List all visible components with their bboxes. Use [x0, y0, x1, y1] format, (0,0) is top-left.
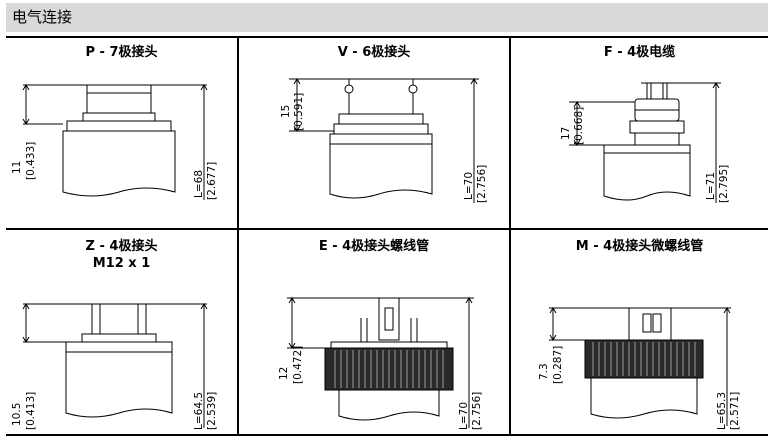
connector-z-dim-long-in: [2.539]	[206, 392, 218, 430]
connector-z: Z - 4极接头 M12 x 1	[6, 230, 237, 434]
connector-m-knurl-ring	[584, 339, 704, 379]
connector-grid: P - 7极接头	[6, 36, 768, 436]
section-title: 电气连接	[12, 8, 73, 26]
connector-e-dim-long: L=70	[458, 402, 470, 430]
connector-f-dim-short: 17	[560, 127, 572, 140]
connector-m-title: M - 4极接头微螺线管	[575, 239, 704, 254]
connector-v-dim-long-in: [2.756]	[476, 165, 488, 203]
connector-p-drawing: 11 [0.433] L=68 [2.677]	[11, 84, 218, 200]
connector-f-title: F - 4极电缆	[603, 45, 676, 60]
connector-v-dim-short-in: [0.591]	[293, 93, 305, 131]
grid-divider-1	[237, 38, 239, 434]
connector-p: P - 7极接头	[6, 38, 237, 228]
connector-f-dim-long: L=71	[705, 172, 717, 200]
connector-m-dim-long: L=65.3	[716, 392, 728, 430]
connector-f-dim-short-in: [0.668]	[573, 107, 585, 145]
connector-m-dim-long-in: [2.571]	[729, 392, 741, 430]
connector-e-title: E - 4极接头螺线管	[318, 239, 430, 254]
connector-z-dim-long: L=64.5	[193, 392, 205, 430]
connector-v-dim-short: 15	[280, 105, 292, 118]
grid-divider-row	[6, 228, 768, 230]
connector-m-drawing: 7.3 [0.287] L=65.3 [2.571]	[538, 307, 741, 430]
connector-m-dim-short: 7.3	[538, 363, 550, 380]
connector-z-dim-short-in: [0.413]	[25, 392, 37, 430]
connector-e: E - 4极接头螺线管	[239, 230, 509, 434]
connector-f-drawing: 17 [0.668] L=71 [2.795]	[560, 82, 730, 203]
connector-p-dim-short-in: [0.433]	[25, 142, 37, 180]
connector-e-dim-long-in: [2.756]	[471, 392, 483, 430]
connector-v-drawing: 15 [0.591] L=70 [2.756]	[280, 78, 488, 203]
connector-v-dim-long: L=70	[463, 172, 475, 200]
connector-v-title: V - 6极接头	[337, 45, 411, 60]
connector-f-dim-long-in: [2.795]	[718, 165, 730, 203]
section-header: 电气连接	[6, 3, 768, 32]
connector-z-subtitle: M12 x 1	[92, 256, 151, 271]
connector-p-title: P - 7极接头	[85, 45, 158, 60]
connector-e-dim-short: 12	[278, 367, 290, 380]
grid-divider-2	[509, 38, 511, 434]
connector-z-title: Z - 4极接头	[85, 239, 158, 254]
connector-e-dim-short-in: [0.472]	[292, 346, 304, 384]
connector-e-drawing: 12 [0.472] L=70 [2.756]	[278, 297, 483, 430]
connector-v: V - 6极接头	[239, 38, 509, 228]
connector-f: F - 4极电缆	[511, 38, 768, 228]
connector-m-dim-short-in: [0.287]	[552, 346, 564, 384]
connector-p-dim-long: L=68	[193, 170, 205, 198]
connector-m: M - 4极接头微螺线管	[511, 230, 768, 434]
connector-p-dim-long-in: [2.677]	[206, 162, 218, 200]
connector-z-drawing: 10.5 [0.413] L=64.5 [2.539]	[11, 303, 218, 430]
connector-p-dim-short: 11	[11, 161, 23, 174]
connector-z-dim-short: 10.5	[11, 403, 23, 426]
